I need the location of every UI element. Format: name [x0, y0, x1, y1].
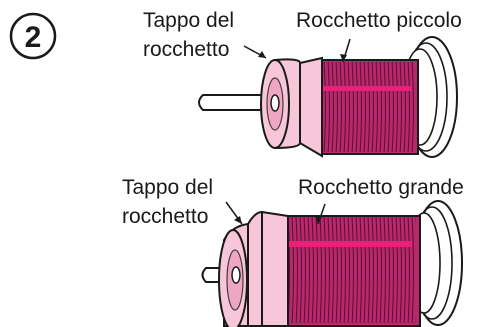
- spool-cap: [261, 58, 322, 156]
- cap-label-small-line1: Tappo del: [143, 9, 234, 32]
- spool-cap: [219, 212, 288, 327]
- thread-stripe: [286, 241, 412, 247]
- cap-label-large-line2: rocchetto: [122, 205, 208, 228]
- large-spool: Tappo del rocchetto Rocchetto grande: [122, 176, 464, 327]
- thread-winding: [286, 216, 420, 326]
- step-number: 2: [25, 21, 42, 54]
- step-number-badge: 2: [11, 14, 55, 58]
- cap-label-large-line1: Tappo del: [122, 176, 213, 199]
- thread-winding: [322, 60, 418, 154]
- cap-label-small-line2: rocchetto: [143, 38, 229, 61]
- small-spool: Tappo del rocchetto Rocchetto piccolo: [143, 9, 462, 157]
- thread-stripe: [322, 86, 412, 91]
- spool-label-small: Rocchetto piccolo: [296, 9, 462, 32]
- spool-label-large: Rocchetto grande: [298, 176, 464, 199]
